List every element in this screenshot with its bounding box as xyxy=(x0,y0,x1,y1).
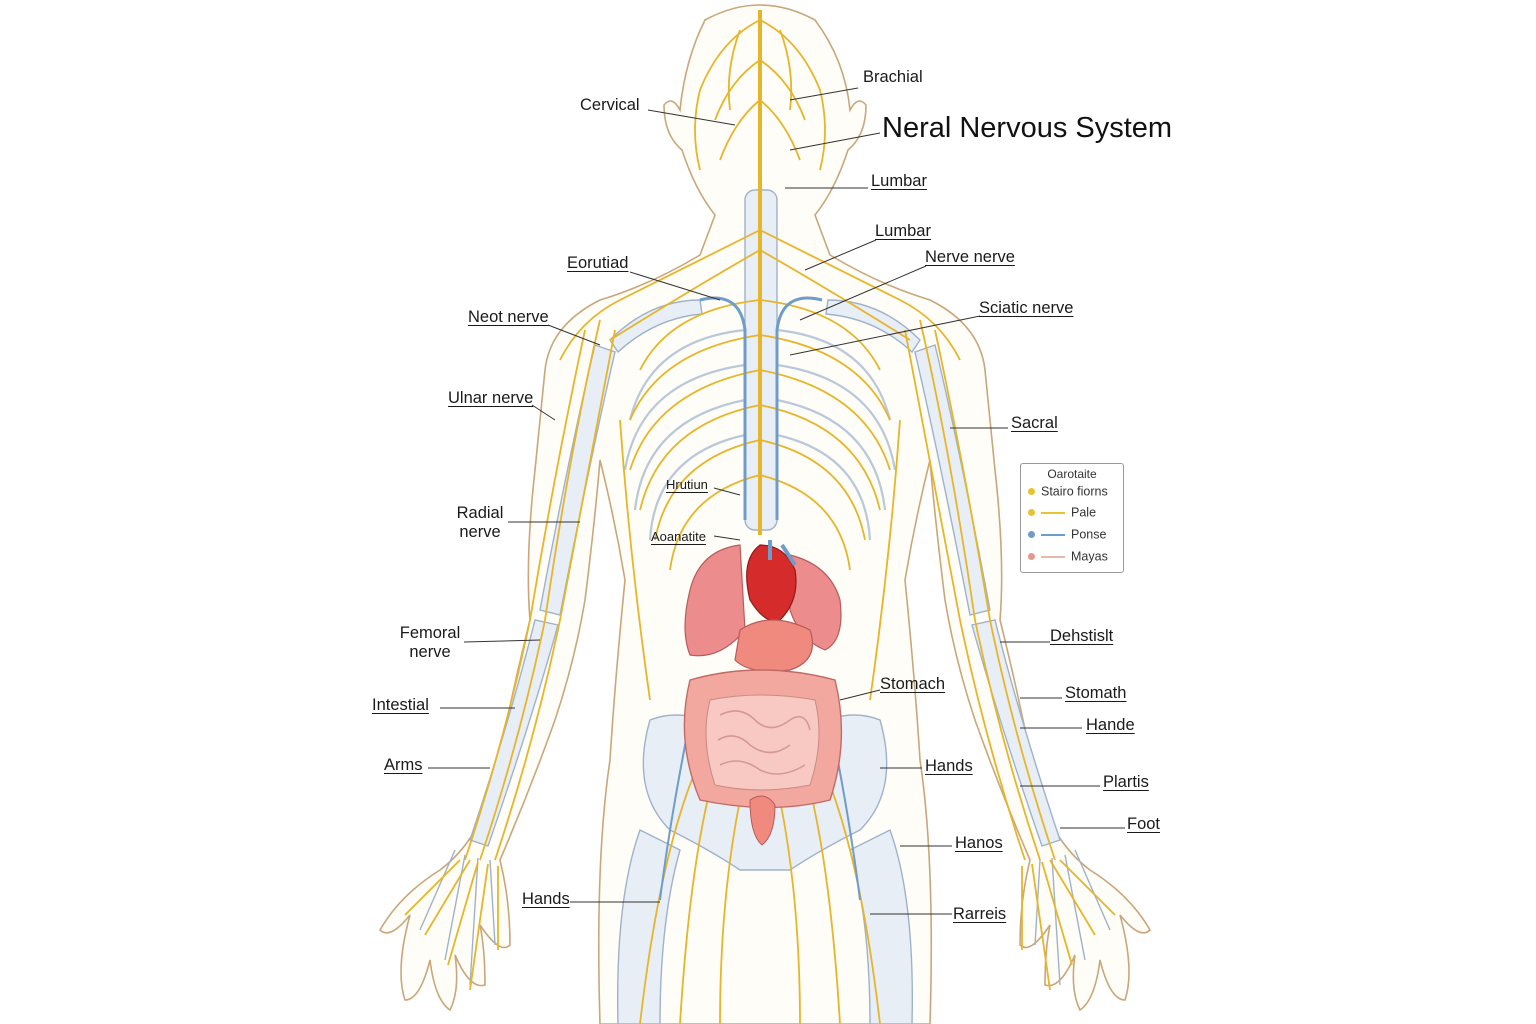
label-dehstislt: Dehstislt xyxy=(1050,627,1114,645)
label-plartis: Plartis xyxy=(1103,773,1149,791)
small-intestine xyxy=(705,694,820,791)
label-stomach: Stomach xyxy=(880,675,946,693)
legend-label: Mayas xyxy=(1071,549,1108,564)
label-stomath: Stomath xyxy=(1065,684,1127,702)
label-lumbar-1: Lumbar xyxy=(871,172,927,190)
legend-title: Oarotaite xyxy=(1047,467,1097,481)
label-rarreis: Rarreis xyxy=(953,905,1007,923)
legend-label: Pale xyxy=(1071,505,1097,520)
label-intestial: Intestial xyxy=(372,696,429,714)
legend-item: Mayas xyxy=(1028,549,1108,565)
label-radial-line1: Radial xyxy=(456,504,504,522)
rib-cage xyxy=(623,328,897,541)
label-femoral-nerve: Femoral nerve xyxy=(398,624,462,662)
organs xyxy=(683,540,843,846)
legend-item: Ponse xyxy=(1028,527,1106,543)
label-ulnar-nerve: Ulnar nerve xyxy=(448,389,534,407)
label-hande: Hande xyxy=(1086,716,1135,734)
legend-dot-icon xyxy=(1028,488,1035,496)
label-cervical: Cervical xyxy=(580,96,640,114)
label-sacral: Sacral xyxy=(1011,414,1058,432)
label-neot-nerve: Neot nerve xyxy=(468,308,549,326)
label-eorutiad: Eorutiad xyxy=(567,254,629,272)
legend: Oarotaite Stairo fiorns Pale Ponse Mayas xyxy=(1020,463,1124,573)
label-radial-line2: nerve xyxy=(459,523,501,541)
legend-line-icon xyxy=(1041,533,1065,536)
label-aoanatite: Aoanatite xyxy=(651,529,706,544)
label-sciatic-nerve: Sciatic nerve xyxy=(979,299,1074,317)
legend-dot-icon xyxy=(1028,531,1035,539)
leader-lines xyxy=(428,87,1125,915)
label-nerve-nerve: Nerve nerve xyxy=(925,248,1015,266)
label-arms: Arms xyxy=(384,756,423,774)
legend-dot-icon xyxy=(1028,553,1035,561)
legend-label: Stairo fiorns xyxy=(1041,484,1108,499)
nerve-network xyxy=(404,10,1116,1024)
label-brachial: Brachial xyxy=(863,68,923,86)
label-femoral-line1: Femoral xyxy=(399,624,461,642)
left-lung xyxy=(684,544,746,657)
label-hrutiun: Hrutiun xyxy=(666,477,708,492)
label-radial-nerve: Radial nerve xyxy=(454,504,506,542)
label-hands-left: Hands xyxy=(522,890,570,908)
legend-line-icon xyxy=(1041,511,1065,514)
label-lumbar-2: Lumbar xyxy=(875,222,931,240)
diagram-title: Neral Nervous System xyxy=(882,112,1173,144)
label-foot: Foot xyxy=(1127,815,1161,833)
legend-line-icon xyxy=(1041,555,1065,558)
legend-dot-icon xyxy=(1028,509,1035,517)
legend-item: Pale xyxy=(1028,505,1096,521)
legend-label: Ponse xyxy=(1071,527,1107,542)
label-hands-right: Hands xyxy=(925,757,973,775)
stomach xyxy=(734,619,814,672)
label-femoral-line2: nerve xyxy=(409,643,451,661)
legend-item: Stairo fiorns xyxy=(1028,484,1108,500)
label-hanos: Hanos xyxy=(955,834,1003,852)
